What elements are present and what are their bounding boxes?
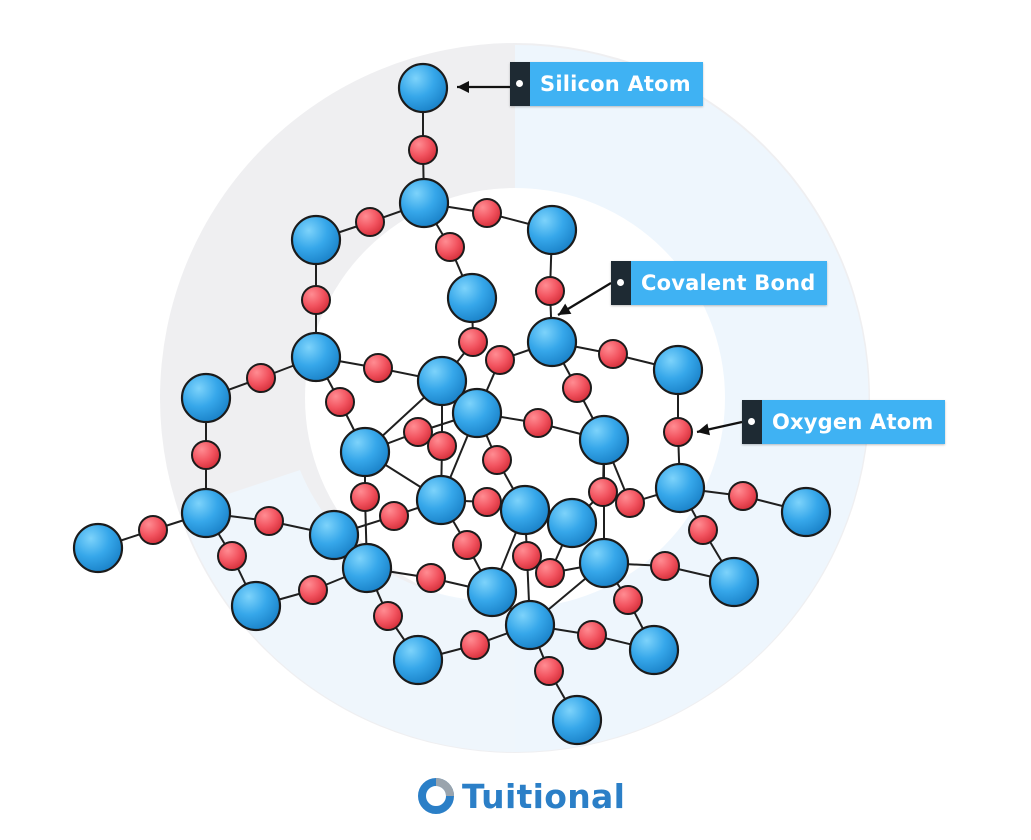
ring-logo-icon [418, 778, 454, 814]
oxygen-atom [472, 198, 502, 228]
oxygen-atom [301, 285, 331, 315]
oxygen-atom [379, 501, 409, 531]
silicon-atom [72, 522, 124, 574]
bullet-dot-icon [516, 80, 523, 87]
silicon-atom [451, 387, 503, 439]
silicon-atom [415, 474, 467, 526]
label-covalent-bond: Covalent Bond [611, 261, 828, 305]
silicon-atom [526, 316, 578, 368]
oxygen-atom [613, 585, 643, 615]
oxygen-atom [452, 530, 482, 560]
silicon-atom [230, 580, 282, 632]
oxygen-atom [408, 135, 438, 165]
silicon-atom [397, 62, 449, 114]
oxygen-atom [460, 630, 490, 660]
oxygen-atom [458, 327, 488, 357]
silicon-atom [416, 355, 468, 407]
oxygen-atom [246, 363, 276, 393]
silicon-atom [526, 204, 578, 256]
label-bond-text: Covalent Bond [631, 261, 828, 305]
oxygen-atom [373, 601, 403, 631]
oxygen-atom [217, 541, 247, 571]
silicon-atom [308, 509, 360, 561]
oxygen-atom [615, 488, 645, 518]
oxygen-atom [534, 656, 564, 686]
oxygen-atom [598, 339, 628, 369]
oxygen-atom [577, 620, 607, 650]
label-oxygen-atom: Oxygen Atom [742, 400, 946, 444]
callout-arrows [457, 81, 743, 436]
oxygen-atom [191, 440, 221, 470]
oxygen-atom [298, 575, 328, 605]
label-silicon-atom: Silicon Atom [510, 62, 703, 106]
silicon-atom [780, 486, 832, 538]
background-ring [160, 43, 870, 753]
silicon-atom [546, 497, 598, 549]
arrow-head-icon [697, 423, 711, 436]
callout-tab [611, 261, 631, 305]
oxygen-atom [535, 558, 565, 588]
silicon-atom [180, 487, 232, 539]
silicon-atom [290, 214, 342, 266]
label-silicon-text: Silicon Atom [530, 62, 703, 106]
oxygen-atom [588, 477, 618, 507]
oxygen-atom [435, 232, 465, 262]
silicon-atom [628, 624, 680, 676]
silicon-atom [290, 331, 342, 383]
silicon-atom [180, 372, 232, 424]
bullet-dot-icon [617, 279, 624, 286]
oxygen-atom [562, 373, 592, 403]
oxygen-atom [472, 487, 502, 517]
silicon-atom [654, 462, 706, 514]
oxygen-atom [523, 408, 553, 438]
oxygen-atoms [138, 135, 758, 686]
silicon-atom [499, 484, 551, 536]
background-ring-light-bottom [180, 470, 515, 752]
oxygen-atom [363, 353, 393, 383]
oxygen-atom [485, 345, 515, 375]
oxygen-atom [427, 431, 457, 461]
brand-logo: Tuitional [416, 772, 625, 820]
silicon-atom [446, 272, 498, 324]
oxygen-atom [728, 481, 758, 511]
bullet-dot-icon [748, 418, 755, 425]
callout-tab [742, 400, 762, 444]
silicon-atom [578, 414, 630, 466]
oxygen-atom [350, 482, 380, 512]
oxygen-atom [325, 387, 355, 417]
oxygen-atom [482, 445, 512, 475]
silicon-atom [504, 599, 556, 651]
silicon-atom [708, 556, 760, 608]
silicon-atom [652, 344, 704, 396]
silicon-atom [466, 566, 518, 618]
oxygen-atom [650, 551, 680, 581]
oxygen-atom [403, 417, 433, 447]
oxygen-atom [688, 515, 718, 545]
oxygen-atom [512, 541, 542, 571]
label-oxygen-text: Oxygen Atom [762, 400, 946, 444]
silicon-atom [578, 537, 630, 589]
silicon-atom [341, 542, 393, 594]
oxygen-atom [416, 563, 446, 593]
arrow-head-icon [558, 303, 572, 315]
oxygen-atom [535, 276, 565, 306]
oxygen-atom [663, 417, 693, 447]
brand-name: Tuitional [462, 776, 626, 816]
silicon-atom [551, 694, 603, 746]
arrow-head-icon [457, 81, 469, 93]
oxygen-atom [355, 207, 385, 237]
callout-tab [510, 62, 530, 106]
oxygen-atom [254, 506, 284, 536]
silicon-atom [339, 426, 391, 478]
silicon-atom [392, 634, 444, 686]
silicon-atoms [72, 62, 832, 746]
silicon-atom [398, 177, 450, 229]
oxygen-atom [138, 515, 168, 545]
